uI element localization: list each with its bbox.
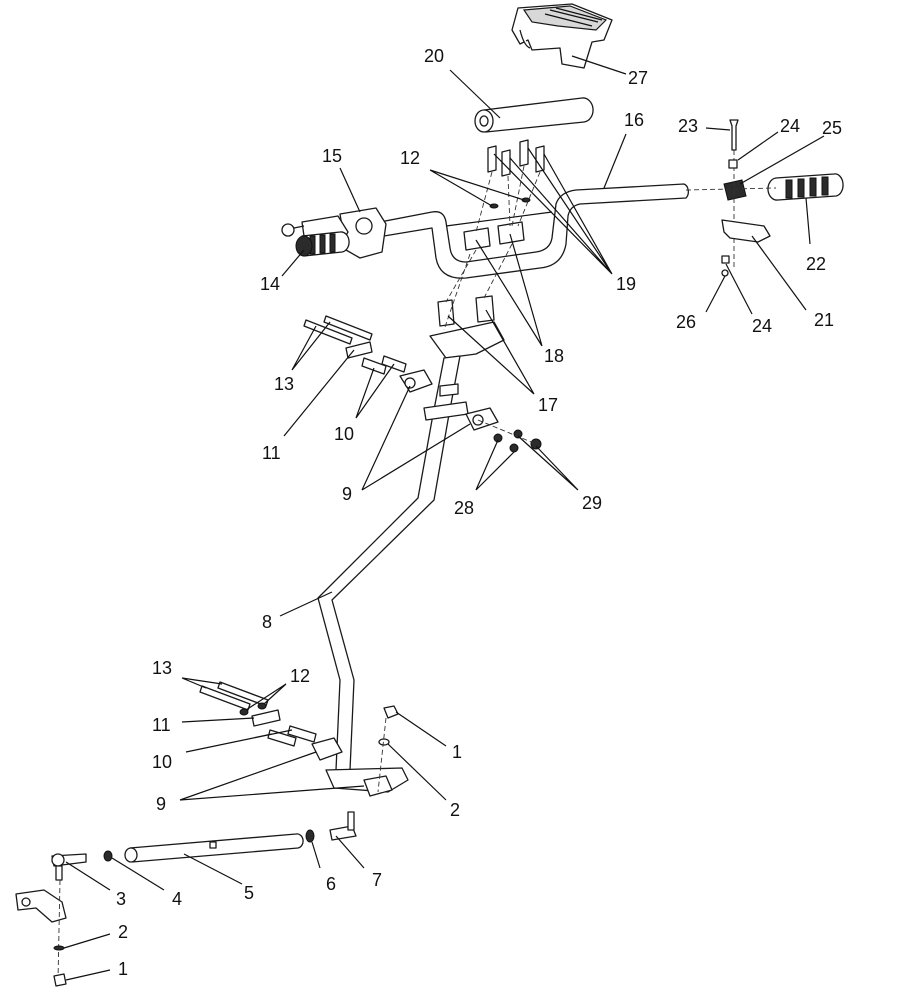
callout-24: 24 [780, 116, 800, 136]
part-2-upper-washer [378, 738, 390, 746]
part-17-riser-base [429, 295, 505, 359]
callout-23: 23 [678, 116, 698, 136]
part-2-lower-washer [53, 945, 65, 951]
spindle-bracket [15, 889, 67, 923]
callout-13: 13 [152, 658, 172, 678]
lower-clamp-plate-11 [251, 709, 281, 727]
callout-7: 7 [372, 870, 382, 890]
part-1-lower-nut [53, 973, 67, 987]
callout-12: 12 [290, 666, 310, 686]
callout-10: 10 [334, 424, 354, 444]
callout-14: 14 [260, 274, 280, 294]
callout-19: 19 [616, 274, 636, 294]
lower-clamp-bolts-13 [199, 681, 269, 711]
callout-25: 25 [822, 118, 842, 138]
callout-24: 24 [752, 316, 772, 336]
part-26-washer [721, 269, 729, 277]
callout-2: 2 [450, 800, 460, 820]
lower-clamp-bushings-10 [267, 725, 317, 747]
callout-3: 3 [116, 889, 126, 909]
part-14-left-grip [295, 231, 350, 257]
assembly-dashed-lines [443, 165, 541, 331]
part-22-right-grip [767, 173, 844, 201]
part-16-handlebar [379, 183, 689, 279]
callout-8: 8 [262, 612, 272, 632]
part-1-upper-nut [383, 705, 399, 719]
part-5-tie-rod [124, 833, 304, 863]
callout-2: 2 [118, 922, 128, 942]
callout-5: 5 [244, 883, 254, 903]
lower-dashed-line [377, 717, 387, 793]
lower-washers-12 [239, 702, 267, 716]
callout-22: 22 [806, 254, 826, 274]
callout-1: 1 [452, 742, 462, 762]
callout-6: 6 [326, 874, 336, 894]
part-4-jam-nut [103, 850, 113, 862]
callout-20: 20 [424, 46, 444, 66]
callout-4: 4 [172, 889, 182, 909]
part-23-screw [729, 119, 739, 268]
upper-clamp-halves-9 [399, 369, 499, 431]
callout-16: 16 [624, 110, 644, 130]
callout-28: 28 [454, 498, 474, 518]
callout-11: 11 [262, 443, 281, 463]
callout-15: 15 [322, 146, 342, 166]
callout-18: 18 [544, 346, 564, 366]
part-24-upper-nut [728, 159, 738, 169]
part-20-handlebar-pad [474, 97, 594, 133]
part-7-tie-rod-end [329, 811, 357, 841]
part-6-jam-nut [305, 829, 315, 843]
callout-29: 29 [582, 493, 602, 513]
part-19-clamp-bolts [487, 139, 545, 177]
callout-26: 26 [676, 312, 696, 332]
upper-clamp-bushings-10 [361, 355, 407, 375]
part-25-throttle-housing [685, 179, 777, 201]
part-27-clamp-cover [511, 3, 613, 69]
callout-17: 17 [538, 395, 558, 415]
part-12-upper-washers [489, 197, 531, 209]
callout-9: 9 [342, 484, 352, 504]
callout-11: 11 [152, 715, 171, 735]
upper-clamp-plate-11 [345, 341, 373, 359]
callout-27: 27 [628, 68, 648, 88]
callout-21: 21 [814, 310, 834, 330]
spindle-dashed-line [57, 879, 61, 981]
callout-13: 13 [274, 374, 294, 394]
callout-9: 9 [156, 794, 166, 814]
callout-10: 10 [152, 752, 172, 772]
callout-12: 12 [400, 148, 420, 168]
part-21-thumb-lever [721, 219, 771, 243]
leader-lines [63, 55, 825, 981]
callout-1: 1 [118, 959, 128, 979]
part-3-ball-joint [51, 853, 87, 881]
lower-clamp-halves-9 [311, 737, 409, 797]
part-18-upper-clamps [463, 221, 525, 251]
part-24-lower-nut [721, 255, 730, 264]
